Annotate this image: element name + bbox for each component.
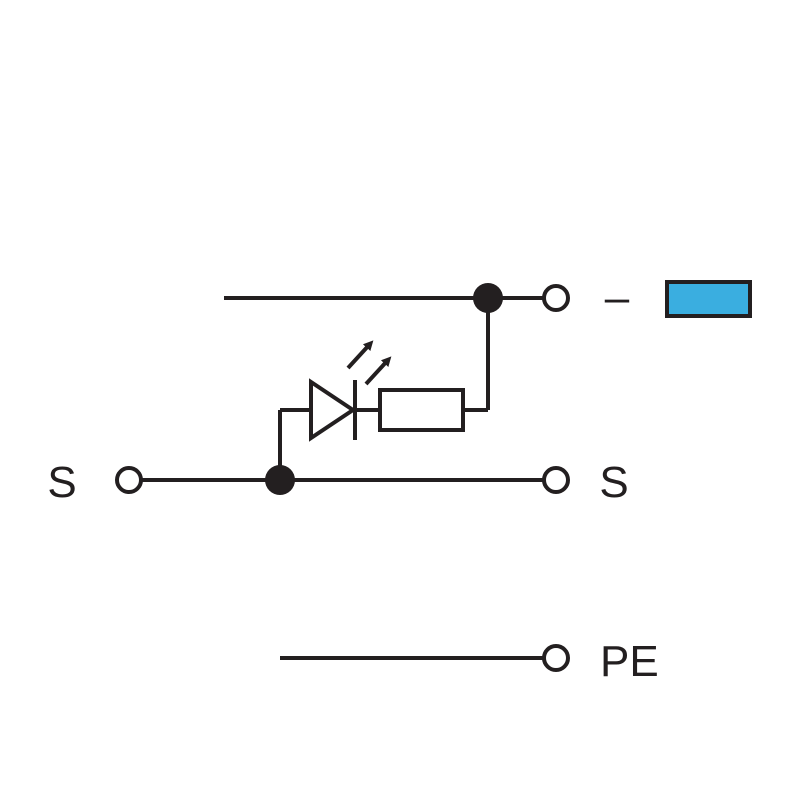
led-diode-icon [280,378,380,442]
protective-earth-label: PE [600,637,659,686]
right-signal-label: S [599,458,628,507]
signal-junction-node [265,465,295,495]
blue-color-marker [665,280,752,318]
right-signal-terminal[interactable] [542,466,570,494]
protective-earth-terminal[interactable] [542,644,570,672]
minus-terminal[interactable] [542,284,570,312]
left-signal-terminal[interactable] [115,466,143,494]
light-emission-arrows-icon [346,340,392,386]
left-signal-label: S [47,458,76,507]
resistor-icon [378,388,465,432]
minus-label: – [605,273,630,322]
